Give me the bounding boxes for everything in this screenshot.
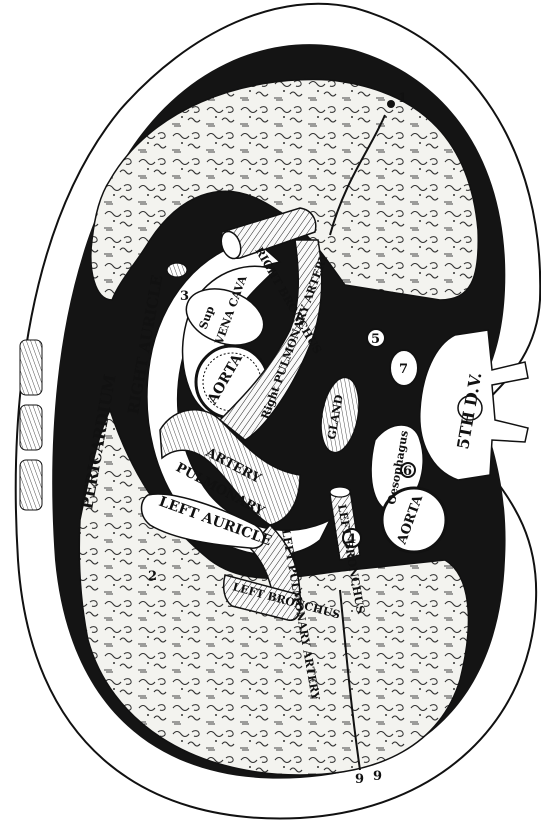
marker-3: 3 [180,289,189,304]
marker-9-right: 9 [373,769,382,784]
marker-4: 4 [347,532,356,547]
left-bronchus-short-opening [330,487,350,497]
sternal-cartilage-1 [20,340,42,395]
marker-6: 6 [403,464,412,479]
marker-1-dot [387,100,395,108]
marker-5: 5 [371,332,380,347]
marker-7: 7 [399,362,408,377]
marker-9-left: 9 [355,772,364,787]
sternal-cartilage-2 [20,405,42,450]
sternal-cartilage-3 [20,460,42,510]
marker-2: 2 [148,569,157,584]
marker-1: 1 [398,91,407,106]
node-top [167,263,187,277]
